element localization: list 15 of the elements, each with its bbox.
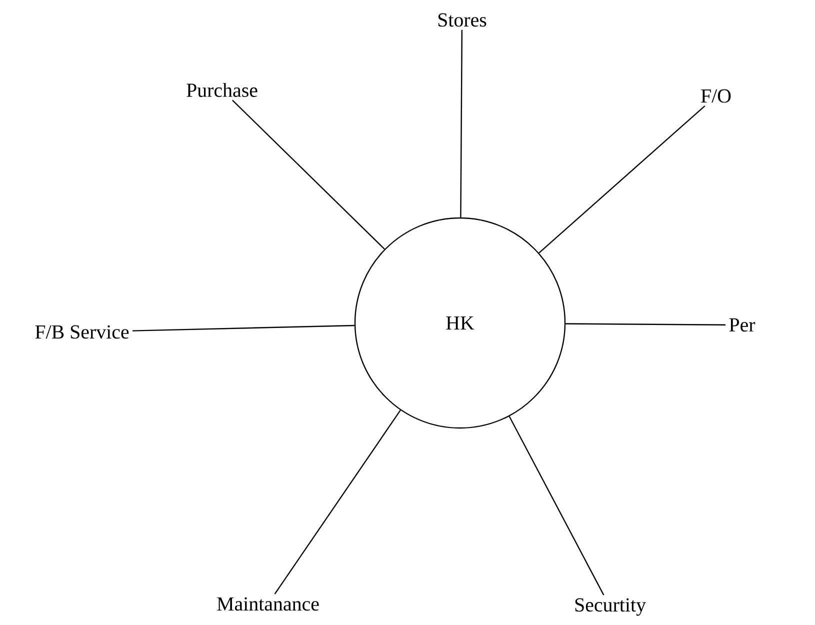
circle-node: HK: [354, 217, 566, 429]
connector-line: [132, 324, 354, 332]
department-label: F/B Service: [35, 325, 129, 339]
connector-line: [538, 105, 706, 254]
connector-line: [460, 30, 463, 218]
connector-line: [232, 100, 385, 250]
department-label: Securtity: [575, 598, 646, 616]
department-label: Per: [729, 318, 756, 332]
connector-line: [274, 410, 401, 594]
connector-line: [566, 323, 726, 326]
department-label: Stores: [438, 13, 486, 27]
connector-line: [508, 416, 604, 596]
department-label: F/O: [701, 89, 731, 103]
department-label: Maintanance: [217, 597, 319, 611]
department-label: Purchase: [186, 82, 258, 97]
